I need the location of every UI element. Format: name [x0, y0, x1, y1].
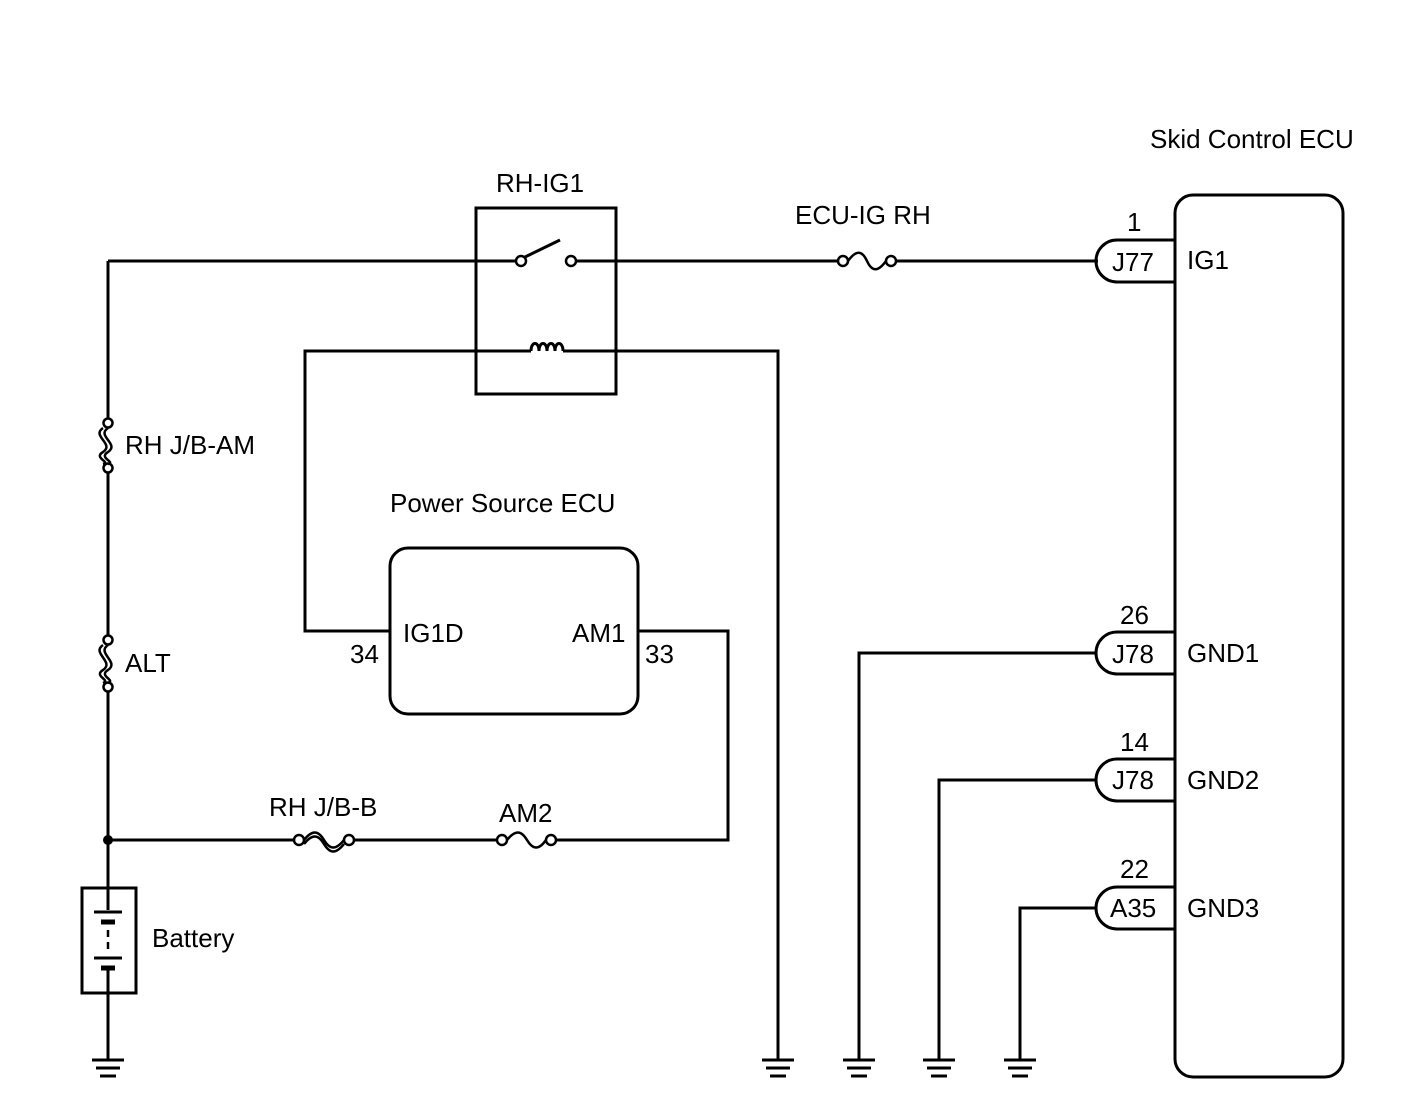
- connector-pin-number: 22: [1120, 854, 1149, 884]
- connector-signal-name: GND1: [1187, 638, 1259, 668]
- relay-coil-icon: [529, 342, 565, 352]
- battery-symbol: [80, 886, 138, 995]
- pin-ig1d-number: 34: [350, 639, 379, 669]
- pin-am1-number: 33: [645, 639, 674, 669]
- pin-ig1d-name: IG1D: [403, 618, 464, 648]
- power-source-ecu-title: Power Source ECU: [390, 488, 615, 518]
- am1-supply-wire: [108, 629, 730, 842]
- connector-pin-number: 14: [1120, 727, 1149, 757]
- fuse-ecu-ig-rh-label: ECU-IG RH: [795, 200, 931, 230]
- connector-id: J78: [1112, 765, 1154, 795]
- ground-icon: [843, 1058, 875, 1078]
- fuse-rh-jb-am-label: RH J/B-AM: [125, 430, 255, 460]
- skid-control-ecu-box: [1173, 193, 1345, 1079]
- connector-j78-gnd1: 26 J78 GND1: [857, 600, 1259, 1060]
- ground-icon: [762, 1058, 794, 1078]
- fuse-ecu-ig-rh: [836, 251, 898, 271]
- fuse-rh-jb-b-label: RH J/B-B: [269, 792, 377, 822]
- connector-signal-name: GND2: [1187, 765, 1259, 795]
- relay-rh-ig1-label: RH-IG1: [496, 168, 584, 198]
- ground-icon: [923, 1058, 955, 1078]
- pin-am1-name: AM1: [572, 618, 625, 648]
- skid-control-ecu-title: Skid Control ECU: [1150, 124, 1354, 154]
- connector-id: J78: [1112, 639, 1154, 669]
- connector-pin-number: 26: [1120, 600, 1149, 630]
- fuse-rh-jb-b: [292, 831, 356, 853]
- relay-switch-contact: [514, 238, 578, 268]
- fuse-alt: [98, 634, 114, 693]
- battery-label: Battery: [152, 923, 234, 953]
- fuse-am2-label: AM2: [499, 798, 552, 828]
- ground-icon: [92, 1058, 124, 1078]
- relay-coil-wires: [303, 349, 780, 1060]
- connector-id: A35: [1110, 893, 1156, 923]
- fuse-am2: [495, 831, 558, 849]
- connector-signal-name: GND3: [1187, 893, 1259, 923]
- ground-icon: [1004, 1058, 1036, 1078]
- connector-j78-gnd2: 14 J78 GND2: [937, 727, 1259, 1060]
- connector-id: J77: [1112, 247, 1154, 277]
- connector-pin-number: 1: [1127, 207, 1141, 237]
- connector-j77-ig1: 1 J77 IG1: [1094, 207, 1229, 284]
- fuse-alt-label: ALT: [125, 648, 171, 678]
- connector-signal-name: IG1: [1187, 245, 1229, 275]
- connector-a35-gnd3: 22 A35 GND3: [1018, 854, 1259, 1060]
- relay-rh-ig1-box: [474, 206, 618, 396]
- fuse-rh-jb-am: [98, 417, 114, 474]
